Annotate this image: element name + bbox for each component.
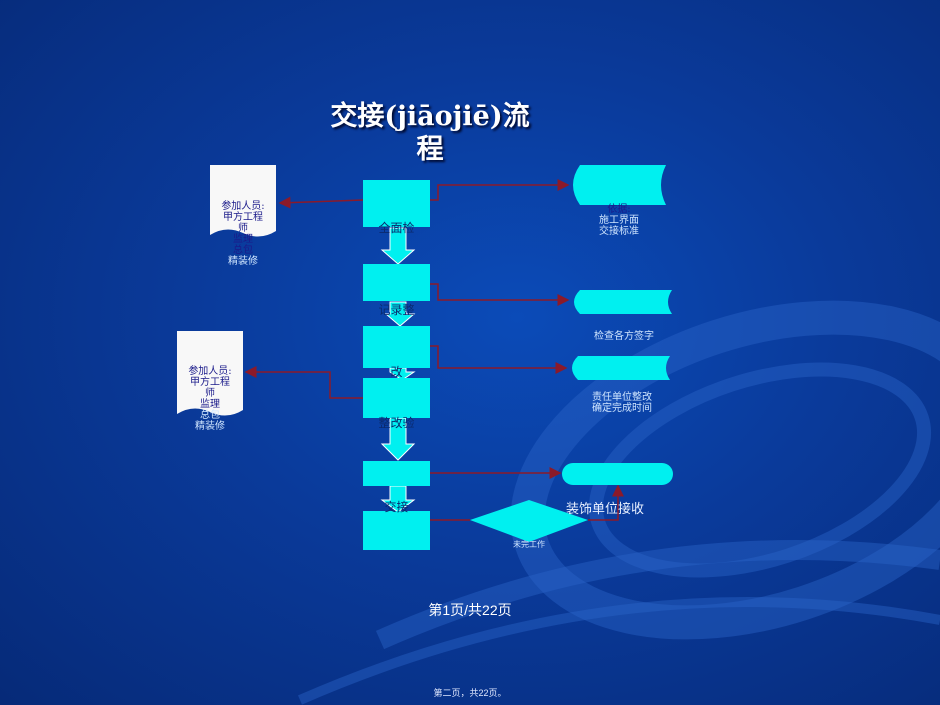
doc2-line-5: 精装修 — [195, 421, 225, 432]
process-box-6 — [363, 511, 430, 550]
process-label-6: 交接 — [384, 500, 409, 514]
basis-text: 依据: 施工界面 交接标准 — [578, 204, 660, 237]
decision-text: 未完工作 — [513, 540, 545, 549]
process-label-1: 全面检 — [378, 221, 415, 235]
receive-terminator — [562, 463, 673, 485]
process-box-2 — [363, 264, 430, 301]
decision-diamond — [470, 500, 588, 542]
basis-line-2: 交接标准 — [599, 226, 639, 237]
page-title: 交接(jiāojiē)流程 — [330, 100, 530, 166]
down-arrow-3 — [389, 367, 416, 381]
down-arrow-1 — [380, 227, 416, 265]
process-box-1 — [363, 180, 430, 227]
participants-doc-1-text: 参加人员: 甲方工程 师 监理 总包 精装修 — [210, 201, 276, 267]
connector-sign — [430, 283, 570, 306]
down-arrow-4 — [380, 417, 416, 461]
rectify-shape — [572, 356, 670, 380]
connector-rectify — [430, 345, 568, 374]
doc1-line-3: 监理 — [233, 234, 253, 245]
down-arrow-2 — [384, 301, 416, 327]
sign-text: 检查各方签字 — [594, 331, 654, 342]
rectify-text: 责任单位整改 确定完成时间 — [574, 392, 670, 414]
basis-line-1: 施工界面 — [599, 215, 639, 226]
doc2-line-2: 师 — [205, 388, 215, 399]
participants-doc-2 — [177, 331, 243, 416]
basis-line-0: 依据: — [607, 204, 631, 215]
page-title-text: 交接(jiāojiē)流程 — [330, 101, 530, 165]
connector-basis — [430, 179, 570, 201]
connector-doc1 — [278, 196, 364, 209]
basis-shape — [573, 165, 666, 205]
participants-doc-1 — [210, 165, 276, 237]
process-label-2: 记录整 — [378, 303, 415, 317]
sign-shape — [574, 290, 672, 314]
doc2-line-0: 参加人员: — [188, 366, 232, 377]
rectify-line-0: 责任单位整改 — [592, 392, 652, 403]
process-box-4 — [363, 378, 430, 418]
connector-decision-up — [588, 484, 624, 521]
process-label-3: 改 — [390, 365, 403, 379]
process-box-3 — [363, 326, 430, 368]
doc1-line-5: 精装修 — [228, 256, 258, 267]
doc2-line-4: 总包 — [200, 410, 220, 421]
doc1-line-4: 总包 — [233, 245, 253, 256]
doc2-line-3: 监理 — [200, 399, 220, 410]
doc1-line-1: 甲方工程 — [223, 212, 263, 223]
page-indicator: 第1页/共22页 — [428, 602, 512, 618]
receive-text: 装饰单位接收 — [566, 502, 645, 517]
doc1-line-2: 师 — [238, 223, 248, 234]
doc2-line-1: 甲方工程 — [190, 377, 230, 388]
rectify-line-1: 确定完成时间 — [592, 403, 652, 414]
down-arrow-5 — [380, 485, 416, 513]
doc1-line-0: 参加人员: — [221, 201, 265, 212]
connector-doc2 — [244, 366, 363, 399]
page-footnote: 第二页，共22页。 — [433, 688, 507, 698]
process-label-4: 整改验 — [378, 416, 415, 430]
process-box-5 — [363, 461, 430, 486]
participants-doc-2-text: 参加人员: 甲方工程 师 监理 总包 精装修 — [177, 366, 243, 432]
